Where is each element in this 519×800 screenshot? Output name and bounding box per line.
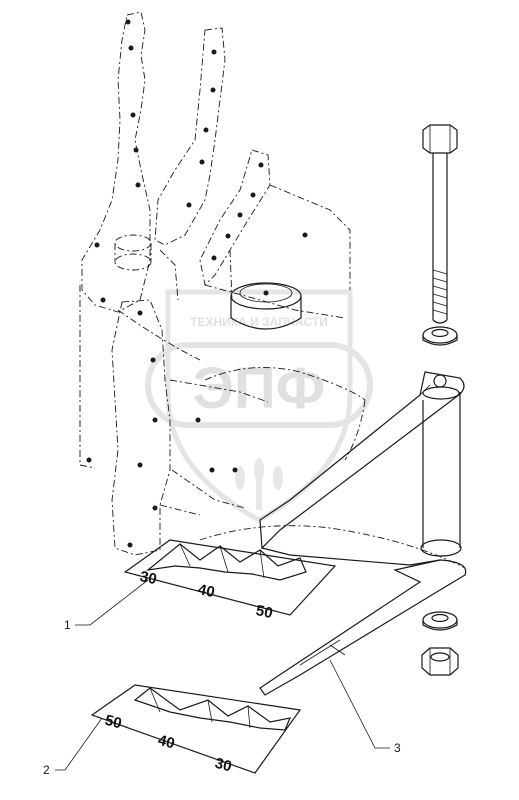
watermark-logo-text: ЭПФ — [193, 356, 325, 421]
blade-assembly — [259, 371, 467, 696]
scale-mark-30-lower: 30 — [213, 755, 233, 776]
label-upper: 30 40 50 — [123, 539, 337, 622]
mounting-plates-phantom — [79, 11, 466, 569]
callout-2: 2 — [43, 763, 50, 777]
wheat-emblem-icon — [235, 458, 283, 510]
scale-mark-50-lower: 50 — [103, 712, 123, 733]
watermark: ТЕХНИКА И ЗАПЧАСТИ ЭПФ — [145, 289, 373, 523]
plate-holes — [86, 19, 308, 548]
scale-mark-40-upper: 40 — [196, 581, 216, 601]
scale-mark-40-lower: 40 — [156, 732, 176, 753]
callout-leaders — [55, 579, 390, 771]
bushing — [114, 234, 152, 271]
callout-1: 1 — [64, 618, 71, 632]
callout-3: 3 — [394, 741, 401, 755]
hex-nut — [421, 647, 459, 676]
label-lower: 50 40 30 — [90, 684, 302, 776]
scale-mark-50-upper: 50 — [254, 602, 274, 622]
spring-washer-upper — [422, 326, 458, 346]
bolt — [422, 124, 458, 324]
top-boss — [230, 282, 302, 330]
watermark-text-top: ТЕХНИКА И ЗАПЧАСТИ — [190, 315, 328, 329]
spring-washer-lower — [422, 611, 458, 631]
